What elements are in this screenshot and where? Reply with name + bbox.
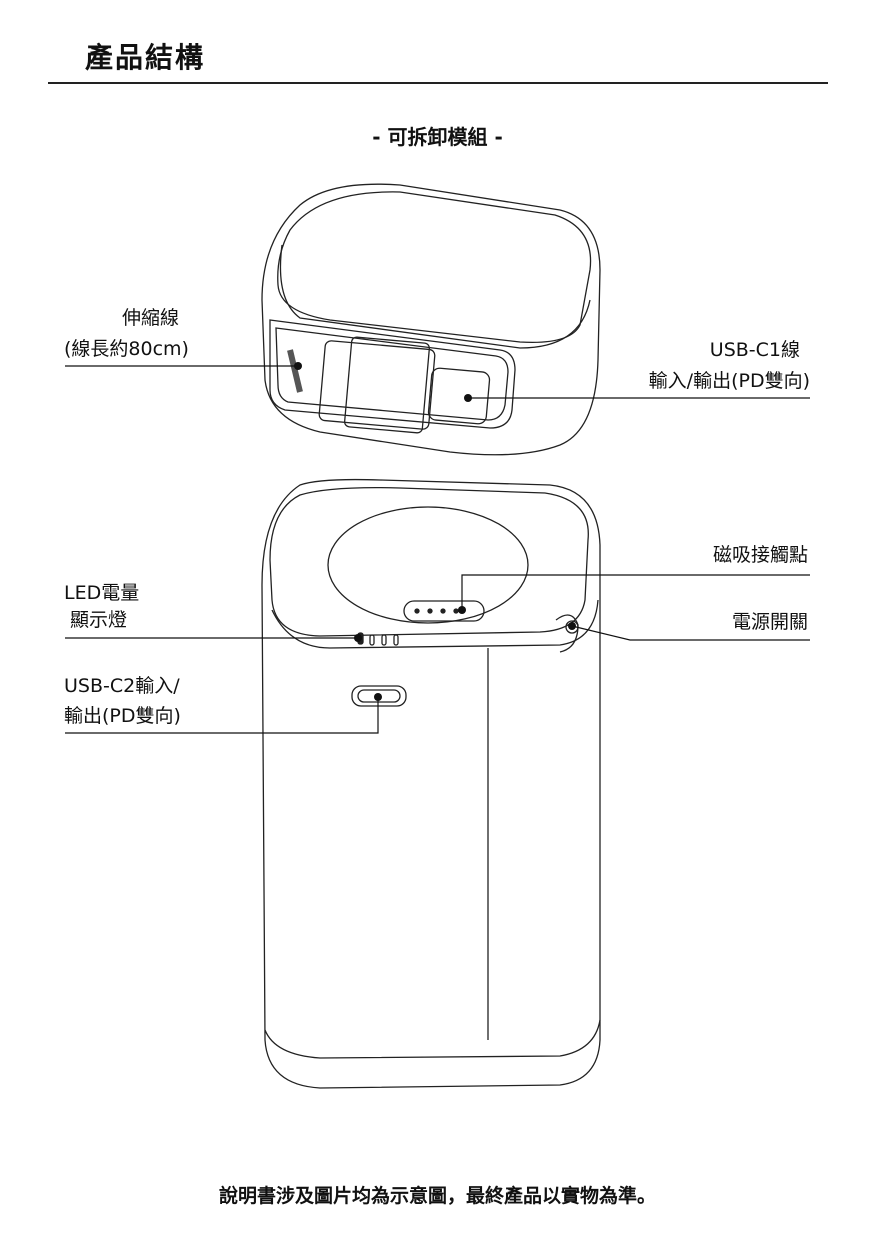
title-divider (48, 82, 828, 84)
leader-dots (294, 362, 576, 701)
disclaimer-note: 說明書涉及圖片均為示意圖，最終產品以實物為準。 (218, 1185, 656, 1207)
detachable-module (261, 183, 601, 456)
label-led-indicator: 顯示燈 (70, 609, 128, 631)
label-usbc1: USB-C1線 (709, 339, 800, 361)
label-usbc1-io: 輸入/輸出(PD雙向) (648, 370, 810, 392)
leader-lines (65, 365, 810, 734)
label-led: LED電量 (64, 582, 140, 604)
label-retractable-cable: 伸縮線 (122, 307, 180, 329)
label-power-switch: 電源開關 (731, 611, 808, 633)
section-subtitle: - 可拆卸模組 - (372, 125, 503, 149)
page-title: 產品結構 (85, 41, 206, 74)
label-magnetic-contacts: 磁吸接觸點 (712, 544, 808, 566)
label-usbc2-io: 輸出(PD雙向) (64, 705, 181, 727)
label-cable-length: (線長約80cm) (64, 338, 189, 360)
label-usbc2: USB-C2輸入/ (64, 675, 180, 697)
power-bank-body (261, 478, 601, 1089)
